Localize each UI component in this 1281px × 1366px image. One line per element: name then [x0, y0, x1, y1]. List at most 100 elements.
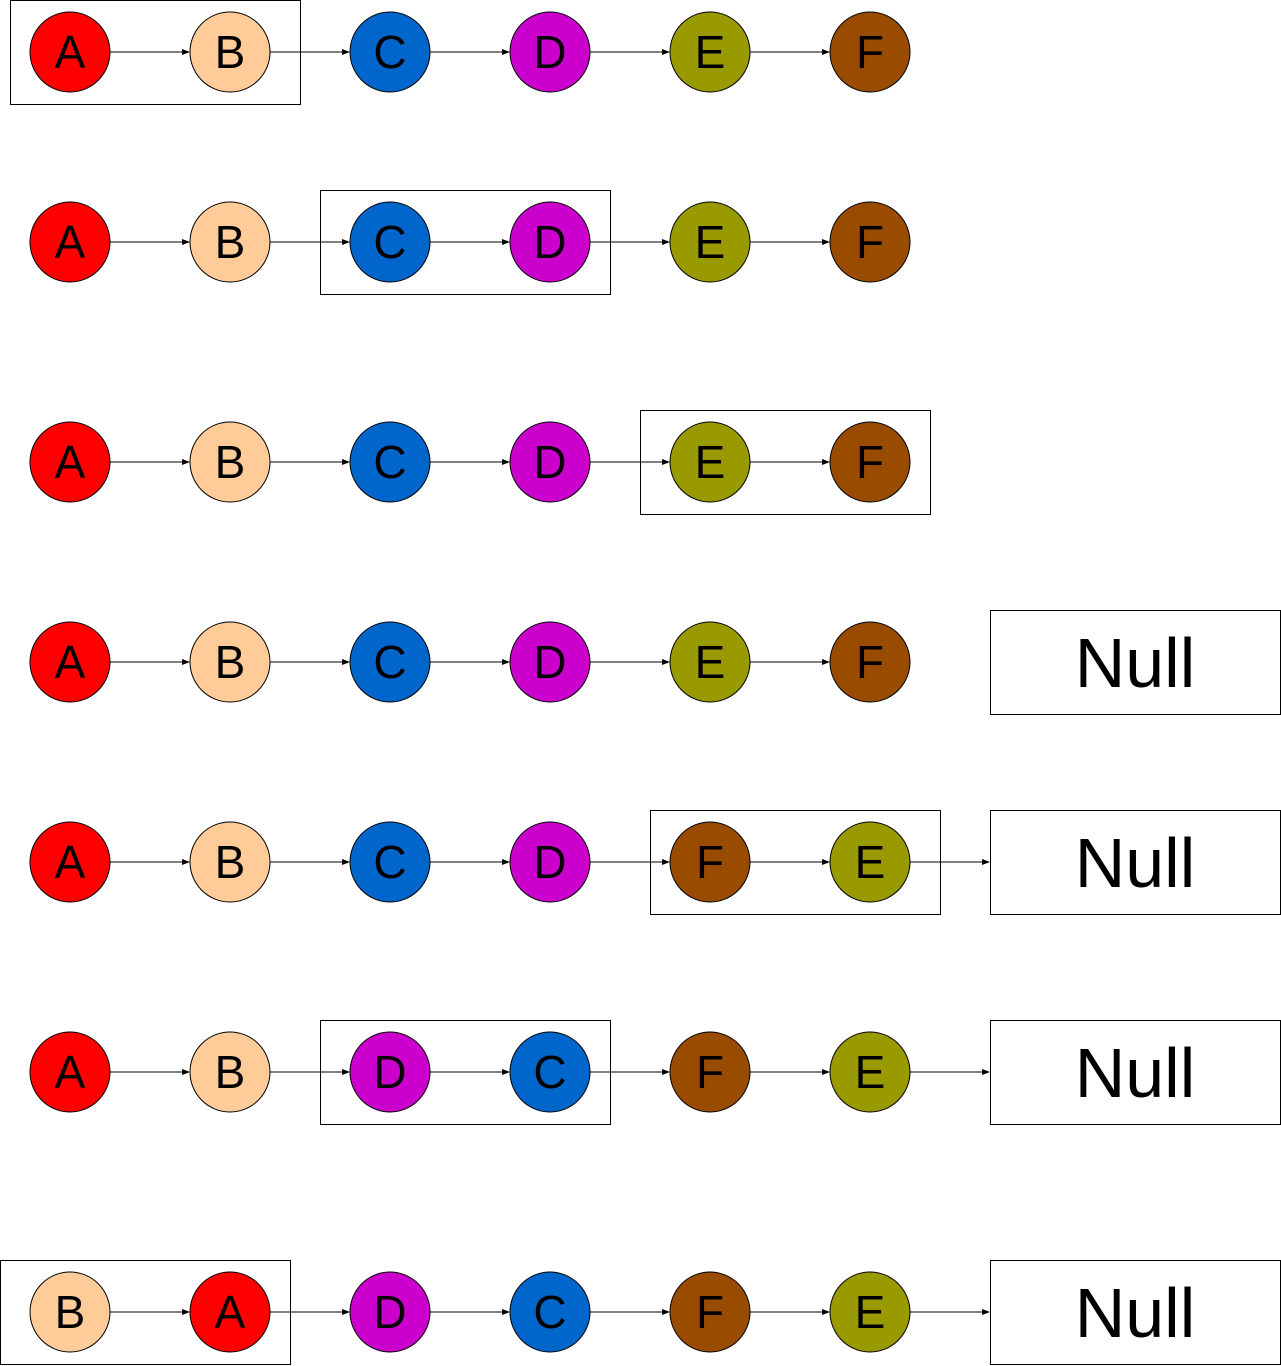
node-label: E	[855, 1046, 886, 1098]
node-label: F	[696, 1046, 724, 1098]
list-node: E	[829, 821, 911, 903]
node-label: A	[55, 216, 86, 268]
node-circle	[669, 621, 751, 703]
node-label: F	[696, 836, 724, 888]
node-label: A	[215, 1286, 246, 1338]
list-node: A	[29, 821, 111, 903]
node-label: D	[533, 636, 566, 688]
node-circle	[189, 421, 271, 503]
node-label: D	[533, 836, 566, 888]
null-box	[990, 810, 1281, 915]
list-node: A	[29, 1031, 111, 1113]
list-node: C	[349, 821, 431, 903]
null-label: Null	[1075, 624, 1196, 702]
list-node: A	[189, 1271, 271, 1353]
list-node: E	[669, 201, 751, 283]
list-node: E	[669, 11, 751, 93]
node-label: A	[55, 836, 86, 888]
node-label: B	[215, 26, 246, 78]
node-circle	[29, 11, 111, 93]
node-label: F	[856, 636, 884, 688]
node-circle	[29, 201, 111, 283]
list-node: B	[189, 421, 271, 503]
node-label: F	[856, 436, 884, 488]
list-node: F	[829, 621, 911, 703]
list-node: A	[29, 621, 111, 703]
list-node: C	[349, 201, 431, 283]
highlight-box	[640, 410, 931, 515]
null-label: Null	[1075, 1034, 1196, 1112]
list-row: A B D C F E Null	[29, 1020, 1281, 1125]
node-circle	[669, 1031, 751, 1113]
node-label: E	[695, 216, 726, 268]
list-node: B	[189, 1031, 271, 1113]
node-label: C	[373, 436, 406, 488]
node-circle	[509, 821, 591, 903]
node-label: D	[533, 216, 566, 268]
node-circle	[189, 621, 271, 703]
list-node: F	[669, 1031, 751, 1113]
node-label: C	[373, 636, 406, 688]
list-node: D	[509, 421, 591, 503]
node-label: F	[856, 26, 884, 78]
node-circle	[829, 421, 911, 503]
node-circle	[29, 621, 111, 703]
node-label: D	[533, 436, 566, 488]
node-label: C	[533, 1046, 566, 1098]
node-label: A	[55, 1046, 86, 1098]
node-label: B	[215, 1046, 246, 1098]
node-circle	[509, 1031, 591, 1113]
list-node: D	[509, 201, 591, 283]
list-node: D	[509, 621, 591, 703]
node-circle	[669, 11, 751, 93]
node-label: A	[55, 636, 86, 688]
node-label: E	[695, 436, 726, 488]
node-label: D	[373, 1046, 406, 1098]
node-label: D	[533, 26, 566, 78]
list-node: D	[509, 821, 591, 903]
list-node: F	[829, 421, 911, 503]
node-circle	[669, 821, 751, 903]
node-circle	[509, 11, 591, 93]
list-node: A	[29, 11, 111, 93]
node-circle	[829, 621, 911, 703]
node-circle	[349, 821, 431, 903]
node-circle	[349, 1271, 431, 1353]
null-box	[990, 610, 1281, 715]
list-node: F	[669, 1271, 751, 1353]
node-label: B	[55, 1286, 86, 1338]
node-label: C	[373, 216, 406, 268]
list-node: E	[829, 1271, 911, 1353]
list-node: C	[509, 1271, 591, 1353]
node-label: E	[855, 836, 886, 888]
node-circle	[829, 201, 911, 283]
node-circle	[509, 1271, 591, 1353]
null-label: Null	[1075, 824, 1196, 902]
highlight-box	[320, 1020, 611, 1125]
null-box	[990, 1020, 1281, 1125]
highlight-box	[0, 1260, 291, 1365]
node-circle	[29, 821, 111, 903]
list-node: E	[669, 421, 751, 503]
node-circle	[349, 11, 431, 93]
list-node: C	[349, 621, 431, 703]
node-circle	[669, 1271, 751, 1353]
node-label: B	[215, 636, 246, 688]
list-node: D	[349, 1271, 431, 1353]
list-node: F	[829, 11, 911, 93]
node-circle	[669, 421, 751, 503]
node-circle	[189, 1031, 271, 1113]
node-label: F	[856, 216, 884, 268]
highlight-box	[320, 190, 611, 295]
list-node: B	[189, 11, 271, 93]
list-node: A	[29, 201, 111, 283]
node-label: E	[695, 26, 726, 78]
node-label: E	[855, 1286, 886, 1338]
node-circle	[509, 421, 591, 503]
